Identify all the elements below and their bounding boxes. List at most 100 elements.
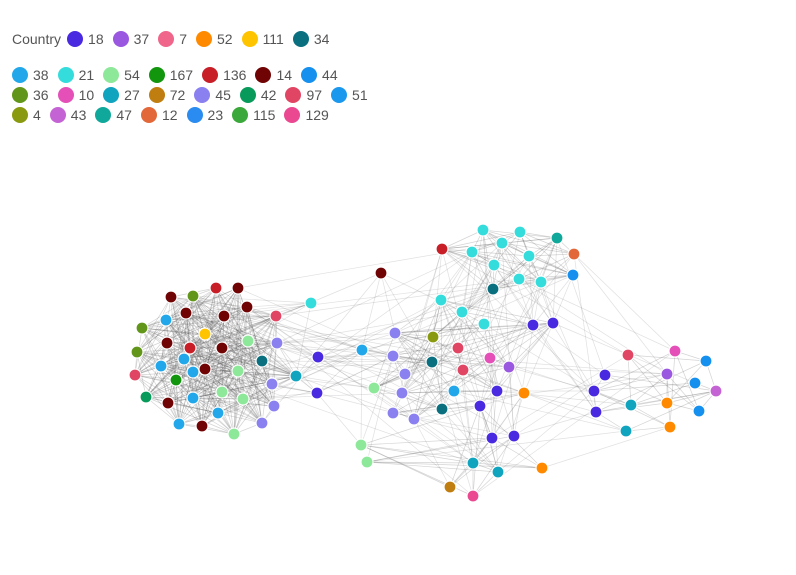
graph-node[interactable] [177,352,191,366]
graph-node[interactable] [130,345,144,359]
graph-node[interactable] [486,282,500,296]
graph-node[interactable] [668,344,682,358]
graph-node[interactable] [240,300,254,314]
graph-node[interactable] [566,268,580,282]
graph-node[interactable] [624,398,638,412]
graph-node[interactable] [466,489,480,503]
legend-item[interactable]: 27 [103,87,140,103]
graph-node[interactable] [367,381,381,395]
legend-item[interactable]: 72 [148,87,185,103]
graph-node[interactable] [270,336,284,350]
graph-node[interactable] [186,365,200,379]
graph-node[interactable] [495,236,509,250]
graph-node[interactable] [466,456,480,470]
graph-node[interactable] [663,420,677,434]
legend-item[interactable]: 34 [292,31,329,47]
legend-item[interactable]: 21 [57,67,94,83]
graph-node[interactable] [183,341,197,355]
graph-node[interactable] [169,373,183,387]
graph-node[interactable] [546,316,560,330]
graph-node[interactable] [407,412,421,426]
graph-node[interactable] [398,367,412,381]
legend-item[interactable]: 111 [241,31,284,47]
legend-item[interactable]: 47 [95,107,132,123]
graph-node[interactable] [485,431,499,445]
graph-node[interactable] [517,386,531,400]
graph-node[interactable] [660,367,674,381]
legend-item[interactable]: 45 [194,87,231,103]
legend-item[interactable]: 14 [255,67,292,83]
graph-node[interactable] [154,359,168,373]
graph-node[interactable] [159,313,173,327]
graph-node[interactable] [195,419,209,433]
graph-node[interactable] [217,309,231,323]
graph-node[interactable] [255,416,269,430]
graph-node[interactable] [688,376,702,390]
graph-node[interactable] [699,354,713,368]
graph-node[interactable] [598,368,612,382]
graph-node[interactable] [388,326,402,340]
legend-item[interactable]: 52 [195,31,233,47]
graph-node[interactable] [311,350,325,364]
graph-node[interactable] [265,377,279,391]
legend-item[interactable]: 136 [202,67,246,83]
graph-node[interactable] [215,385,229,399]
legend-item[interactable]: 12 [140,107,178,123]
graph-node[interactable] [426,330,440,344]
graph-node[interactable] [255,354,269,368]
graph-node[interactable] [490,384,504,398]
graph-node[interactable] [709,384,723,398]
graph-node[interactable] [550,231,564,245]
graph-node[interactable] [186,391,200,405]
graph-node[interactable] [526,318,540,332]
graph-node[interactable] [360,455,374,469]
graph-node[interactable] [522,249,536,263]
graph-node[interactable] [534,275,548,289]
graph-node[interactable] [435,242,449,256]
graph-node[interactable] [215,341,229,355]
graph-node[interactable] [164,290,178,304]
graph-node[interactable] [186,289,200,303]
graph-node[interactable] [236,392,250,406]
legend-item[interactable]: 167 [148,67,193,83]
legend-item[interactable]: 23 [186,107,223,123]
graph-node[interactable] [621,348,635,362]
graph-node[interactable] [231,364,245,378]
graph-node[interactable] [241,334,255,348]
legend-item[interactable]: 44 [301,67,338,83]
graph-node[interactable] [198,327,212,341]
graph-node[interactable] [473,399,487,413]
graph-node[interactable] [354,438,368,452]
graph-node[interactable] [160,336,174,350]
graph-node[interactable] [161,396,175,410]
graph-node[interactable] [198,362,212,376]
legend-item[interactable]: 7 [158,31,187,47]
legend-item[interactable]: 36 [12,87,49,103]
graph-node[interactable] [267,399,281,413]
legend-item[interactable]: 97 [285,87,322,103]
graph-node[interactable] [128,368,142,382]
graph-node[interactable] [502,360,516,374]
graph-node[interactable] [512,272,526,286]
graph-node[interactable] [447,384,461,398]
graph-node[interactable] [660,396,674,410]
graph-node[interactable] [435,402,449,416]
graph-node[interactable] [172,417,186,431]
legend-item[interactable]: 51 [331,87,368,103]
graph-node[interactable] [567,247,581,261]
legend-item[interactable]: 115 [232,107,275,123]
graph-node[interactable] [513,225,527,239]
legend-item[interactable]: 38 [12,67,49,83]
graph-node[interactable] [451,341,465,355]
graph-node[interactable] [386,349,400,363]
graph-node[interactable] [443,480,457,494]
graph-node[interactable] [135,321,149,335]
legend-item[interactable]: 129 [284,107,329,123]
graph-node[interactable] [477,317,491,331]
legend-item[interactable]: 37 [112,31,149,47]
graph-node[interactable] [374,266,388,280]
legend-item[interactable]: 10 [57,87,94,103]
legend-item[interactable]: 4 [12,107,41,123]
graph-node[interactable] [619,424,633,438]
graph-node[interactable] [587,384,601,398]
